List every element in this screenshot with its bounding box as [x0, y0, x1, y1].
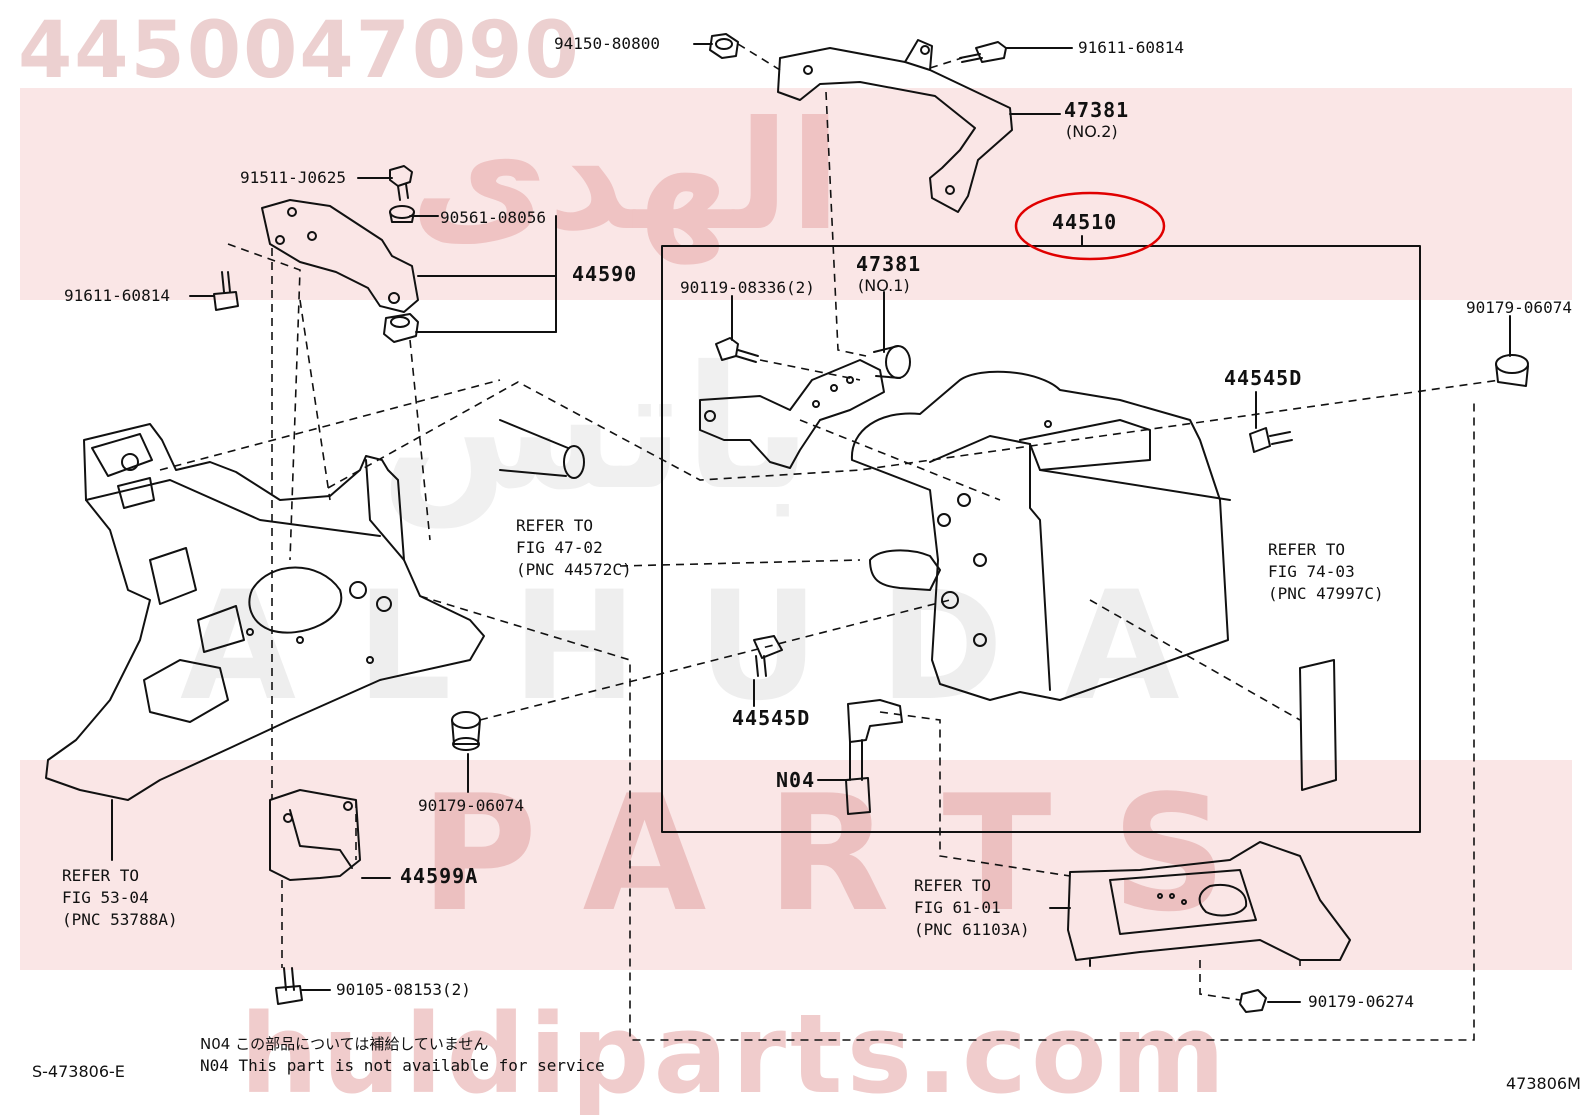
ref-fig-47-02-line1: REFER TO — [516, 516, 594, 535]
hose-ref — [499, 419, 569, 477]
label-47381-no2: 47381 — [1064, 98, 1130, 122]
bracket-lower-right — [1067, 841, 1351, 961]
stud-44545d-right-icon — [1249, 427, 1293, 453]
ref-fig-74-03-line1: REFER TO — [1268, 540, 1346, 559]
ref-fig-74-03-line3: (PNC 47997C) — [1268, 584, 1384, 603]
ref-fig-53-04-line2: FIG 53-04 — [62, 888, 149, 907]
label-90105-08153: 90105-08153(2) — [336, 980, 471, 999]
bracket-47381-no1 — [699, 359, 885, 469]
code-right: 473806M — [1506, 1074, 1581, 1093]
label-44545d-right: 44545D — [1224, 366, 1303, 390]
stud-44545d-left-icon — [753, 635, 783, 677]
label-plate — [1299, 659, 1337, 791]
ref-fig-61-01-line2: FIG 61-01 — [914, 898, 1001, 917]
bracket-44599a — [269, 789, 361, 881]
ref-fig-47-02-line3: (PNC 44572C) — [516, 560, 632, 579]
ref-fig-61-01-line3: (PNC 61103A) — [914, 920, 1030, 939]
watermark-arabic: الهدى — [410, 90, 841, 264]
bracket-44590 — [261, 199, 419, 313]
bolt-90105-icon — [275, 967, 303, 1005]
ref-fig-53-04-line1: REFER TO — [62, 866, 140, 885]
label-44545d-left: 44545D — [732, 706, 811, 730]
ref-fig-53-04-line3: (PNC 53788A) — [62, 910, 178, 929]
label-91611-60814-top: 91611-60814 — [1078, 38, 1184, 57]
bracket-47381-no2 — [777, 39, 1013, 213]
label-47381-no2-sub: (NO.2) — [1066, 122, 1118, 141]
label-90179-06274: 90179-06274 — [1308, 992, 1414, 1011]
watermark-band-bottom — [20, 760, 1572, 970]
sensor-n04-icon — [845, 699, 903, 815]
label-44590: 44590 — [572, 262, 638, 286]
label-90561-08056: 90561-08056 — [440, 208, 546, 227]
grommet-90179-mid-icon — [451, 711, 481, 751]
grommet-90179-right-icon — [1495, 354, 1529, 387]
highlight-circle — [1014, 191, 1166, 261]
bolt-91611-left-icon — [213, 271, 239, 311]
footnote-japanese: N04 この部品については補給していません — [200, 1035, 489, 1053]
bracket-lower-left — [45, 423, 485, 801]
abs-actuator-44510 — [850, 370, 1229, 701]
label-n04: N04 — [776, 768, 816, 792]
footnote-english: N04 This part is not available for servi… — [200, 1056, 605, 1075]
bolt-91511-icon — [389, 165, 413, 201]
watermark-arabic-2: باتس — [380, 330, 812, 528]
nut-44590-lower-icon — [383, 313, 419, 343]
part-number-title: 4450047090 — [18, 6, 581, 96]
label-94150-80800: 94150-80800 — [554, 34, 660, 53]
code-left: S-473806-E — [32, 1062, 125, 1081]
bolt-90119-icon — [715, 337, 759, 363]
nut-90179-bottom-icon — [1239, 989, 1267, 1013]
nut-90561-icon — [389, 205, 415, 223]
watermark-site: huldiparts.com — [240, 990, 1230, 1118]
label-47381-no1: 47381 — [856, 252, 922, 276]
watermark-latin-1: ALHUDA — [180, 560, 1240, 734]
watermark-band-top — [20, 88, 1572, 300]
watermark-latin-2: PARTS — [420, 760, 1287, 947]
ref-fig-47-02-line2: FIG 47-02 — [516, 538, 603, 557]
label-47381-no1-sub: (NO.1) — [858, 276, 910, 295]
assembly-frame — [661, 245, 1421, 833]
nut-94150-icon — [709, 33, 739, 59]
ref-fig-61-01-line1: REFER TO — [914, 876, 992, 895]
label-90179-06074-mid: 90179-06074 — [418, 796, 524, 815]
label-44510: 44510 — [1052, 210, 1118, 234]
label-91611-60814-left: 91611-60814 — [64, 286, 170, 305]
label-90179-06074-right: 90179-06074 — [1466, 298, 1572, 317]
bolt-91611-top-icon — [959, 41, 1007, 63]
label-90119-08336: 90119-08336(2) — [680, 278, 815, 297]
label-44599a: 44599A — [400, 864, 479, 888]
ref-fig-74-03-line2: FIG 74-03 — [1268, 562, 1355, 581]
label-91511-j0625: 91511-J0625 — [240, 168, 346, 187]
